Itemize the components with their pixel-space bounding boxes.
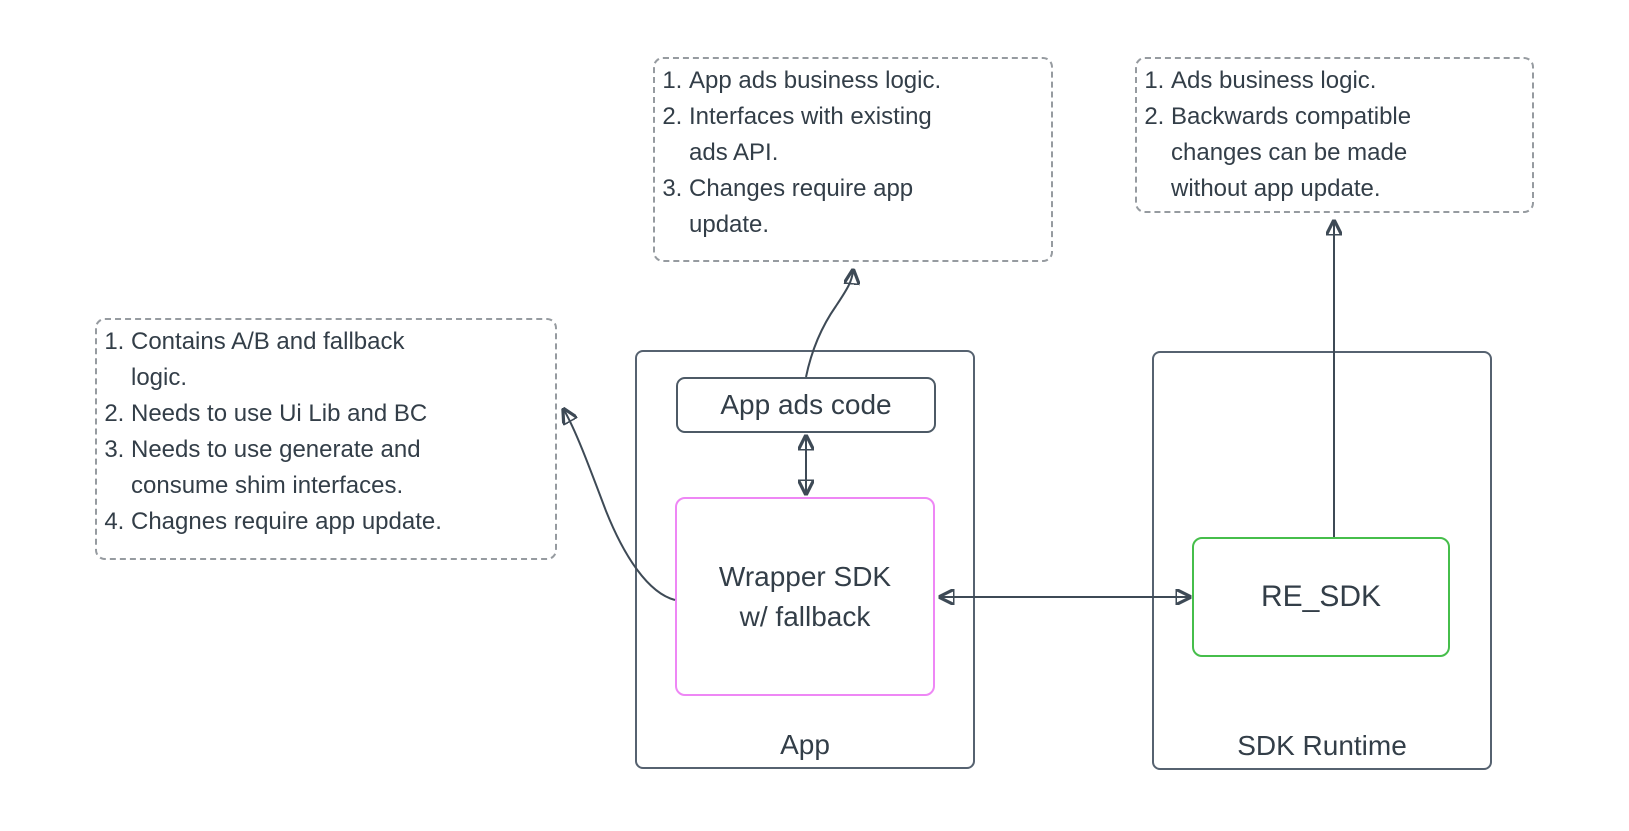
sdk-runtime-label: SDK Runtime xyxy=(1237,730,1407,761)
note-wrapper-sdk: Contains A/B and fallback logic. Needs t… xyxy=(95,318,557,560)
re-sdk-label: RE_SDK xyxy=(1260,580,1382,613)
app-ads-code-label: App ads code xyxy=(720,389,892,420)
note-wrapper-list: Contains A/B and fallback logic. Needs t… xyxy=(97,324,555,540)
list-item: Changes require app update. xyxy=(689,171,1045,243)
list-item: Needs to use generate and consume shim i… xyxy=(131,432,549,504)
list-item: Contains A/B and fallback logic. xyxy=(131,324,549,396)
list-item: Ads business logic. xyxy=(1171,63,1526,99)
note-sdk-runtime: Ads business logic. Backwards compatible… xyxy=(1135,57,1534,213)
list-item: Needs to use Ui Lib and BC xyxy=(131,396,549,432)
list-item: Interfaces with existing ads API. xyxy=(689,99,1045,171)
note-runtime-list: Ads business logic. Backwards compatible… xyxy=(1137,63,1532,207)
list-item: Backwards compatible changes can be made… xyxy=(1171,99,1526,207)
app-label: App xyxy=(780,729,830,760)
wrapper-sdk-box: Wrapper SDK w/ fallback xyxy=(675,497,935,696)
app-ads-code-box: App ads code xyxy=(676,377,936,433)
list-item: Chagnes require app update. xyxy=(131,504,549,540)
re-sdk-box: RE_SDK xyxy=(1192,537,1450,657)
list-item: App ads business logic. xyxy=(689,63,1045,99)
wrapper-sdk-label: Wrapper SDK w/ fallback xyxy=(718,560,892,632)
note-app-ads-list: App ads business logic. Interfaces with … xyxy=(655,63,1051,243)
note-app-ads-code: App ads business logic. Interfaces with … xyxy=(653,57,1053,262)
